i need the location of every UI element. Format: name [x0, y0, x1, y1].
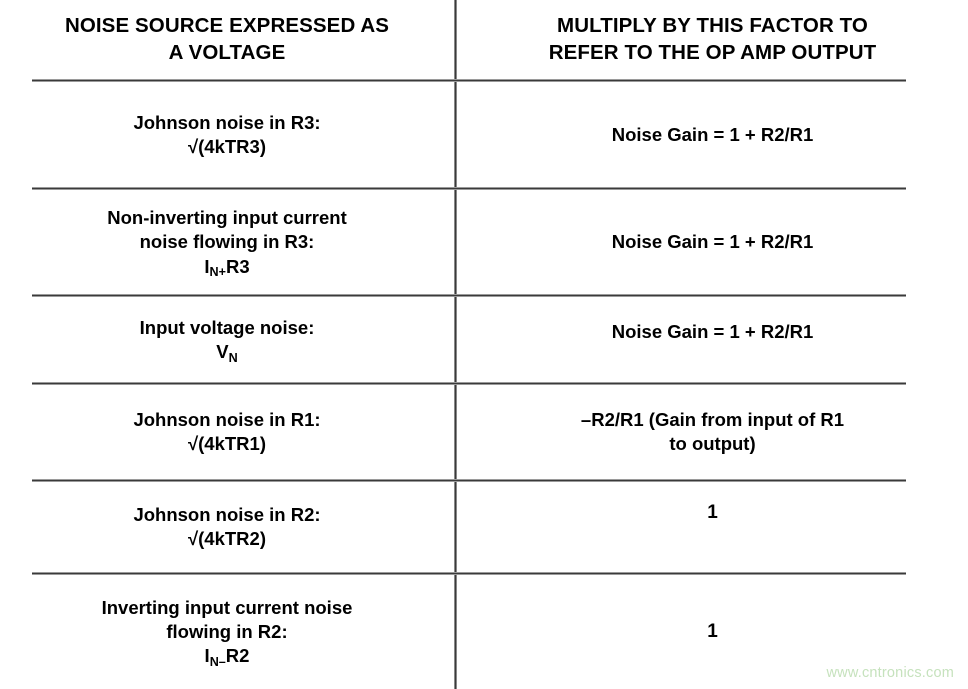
- symbol-tail: R2: [225, 645, 250, 667]
- source-line-2: √(4kTR2): [187, 528, 266, 549]
- symbol-base: V: [216, 341, 229, 362]
- column-divider: [454, 0, 457, 689]
- header-line-1: NOISE SOURCE EXPRESSED AS: [64, 14, 390, 38]
- symbol-subscript: N–: [209, 654, 226, 669]
- table-row-factor-johnson-r1: –R2/R1 (Gain from input of R1 to output): [457, 385, 968, 479]
- header-cell-noise-source: NOISE SOURCE EXPRESSED AS A VOLTAGE: [0, 0, 454, 80]
- symbol-tail: R3: [225, 255, 250, 277]
- factor-line-2: to output): [669, 433, 756, 454]
- rule-row-1-bottom: [32, 187, 906, 190]
- watermark: www.cntronics.com: [826, 665, 954, 681]
- factor-line-1: –R2/R1 (Gain from input of R1: [580, 408, 845, 430]
- source-line-1: Johnson noise in R2:: [133, 503, 321, 525]
- symbol-base: I: [204, 645, 210, 667]
- table-row-factor-noninverting-input-current: Noise Gain = 1 + R2/R1: [457, 190, 968, 295]
- source-symbol: IN–R2: [204, 644, 250, 669]
- symbol-subscript: N+: [209, 265, 226, 280]
- header-line-1: MULTIPLY BY THIS FACTOR TO: [557, 14, 868, 38]
- header-cell-multiply-factor: MULTIPLY BY THIS FACTOR TO REFER TO THE …: [457, 0, 968, 80]
- source-line-2: √(4kTR3): [187, 136, 266, 157]
- header-line-2: REFER TO THE OP AMP OUTPUT: [548, 41, 877, 64]
- table-row-source-johnson-r3: Johnson noise in R3: √(4kTR3): [0, 82, 454, 188]
- table-row-factor-johnson-r2: 1: [457, 482, 968, 544]
- table-row-source-johnson-r1: Johnson noise in R1: √(4kTR1): [0, 385, 454, 479]
- table-row-source-inverting-input-current: Inverting input current noise flowing in…: [0, 575, 454, 689]
- source-line-1: Inverting input current noise: [101, 596, 353, 618]
- rule-header-bottom: [32, 79, 906, 82]
- source-line-1: Johnson noise in R1:: [133, 408, 321, 430]
- table-row-source-johnson-r2: Johnson noise in R2: √(4kTR2): [0, 482, 454, 572]
- rule-row-3-bottom: [32, 382, 906, 385]
- source-line-1: Non-inverting input current: [107, 207, 347, 229]
- table-row-factor-input-voltage-noise: Noise Gain = 1 + R2/R1: [457, 297, 968, 367]
- table-row-source-noninverting-input-current: Non-inverting input current noise flowin…: [0, 190, 454, 295]
- header-line-2: A VOLTAGE: [168, 41, 286, 64]
- source-line-1: Johnson noise in R3:: [133, 111, 321, 133]
- factor-line-1: 1: [707, 620, 718, 642]
- source-symbol: IN+R3: [204, 255, 250, 280]
- source-line-1: Input voltage noise:: [139, 316, 315, 338]
- factor-line-1: Noise Gain = 1 + R2/R1: [611, 320, 814, 342]
- table-row-factor-johnson-r3: Noise Gain = 1 + R2/R1: [457, 82, 968, 188]
- source-line-2: noise flowing in R3:: [139, 231, 315, 253]
- symbol-base: I: [204, 255, 210, 277]
- symbol-subscript: N: [228, 350, 238, 365]
- factor-line-1: Noise Gain = 1 + R2/R1: [611, 231, 814, 253]
- factor-line-1: 1: [707, 501, 718, 523]
- rule-row-2-bottom: [32, 294, 906, 297]
- rule-row-5-bottom: [32, 572, 906, 575]
- source-symbol: VN: [216, 340, 238, 365]
- factor-line-1: Noise Gain = 1 + R2/R1: [611, 123, 814, 145]
- rule-row-4-bottom: [32, 479, 906, 482]
- table-row-source-input-voltage-noise: Input voltage noise: VN: [0, 297, 454, 383]
- source-line-2: flowing in R2:: [166, 620, 288, 642]
- source-line-2: √(4kTR1): [187, 433, 266, 454]
- table-row-factor-inverting-input-current: 1: [457, 575, 968, 689]
